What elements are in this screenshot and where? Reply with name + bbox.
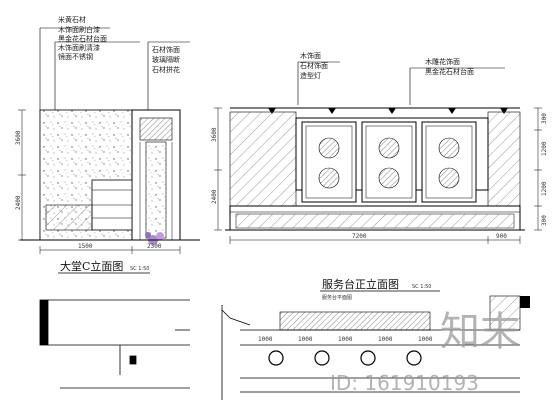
left-door (131, 109, 181, 241)
left-callout-6: 石材饰面 (152, 45, 180, 54)
plan-dim-4: 1000 (378, 336, 393, 343)
right-callout-right-2: 黑金花石材台面 (425, 67, 474, 76)
right-elevation-scale: SC 1:50 (412, 284, 431, 290)
plan-dim-3: 1000 (338, 336, 353, 343)
plan-dims: 1000 1000 1000 1000 1000 (258, 336, 433, 343)
left-dim-width-1: 1500 (78, 243, 93, 250)
right-elevation-title: 服务台正立面图 (322, 277, 399, 291)
right-callout-leaders (297, 61, 505, 105)
right-callout-right-1: 木雕花饰面 (425, 57, 460, 66)
left-callout-2: 木饰面刷白漆 (58, 25, 100, 34)
plan-wall-block (489, 295, 521, 331)
left-dim-width-2: 2300 (147, 243, 162, 250)
left-elevation-title: 大堂C立面图 (60, 259, 123, 273)
left-callout-list: 米黄石材 木饰面刷白漆 黑金花石材台面 木饰面刷清漆 镜面不锈钢 石材饰面 玻璃… (58, 15, 180, 74)
plan-dim-2: 1000 (298, 336, 313, 343)
right-dims-left (214, 107, 222, 231)
watermark-id: ID: 161910193 (330, 371, 479, 395)
left-dims-bottom (39, 246, 181, 254)
watermark-brand: 知末 (440, 309, 520, 355)
plan-dim-5: 1000 (418, 336, 433, 343)
left-dims-vertical (18, 109, 26, 241)
left-callout-3: 黑金花石材台面 (58, 34, 107, 43)
left-dim-height-1: 3600 (15, 130, 22, 145)
plan-light-fixtures (268, 350, 422, 366)
left-counter (45, 179, 133, 231)
right-callout-left-2: 石材饰面 (300, 61, 328, 70)
right-dim-side-3: 1200 (541, 181, 548, 196)
left-elevation-scale: SC 1:50 (130, 266, 149, 272)
right-dims-right (534, 107, 542, 231)
right-plan-label: 服务台平面图 (322, 294, 352, 301)
right-dim-side-2: 1200 (541, 141, 548, 156)
plan-dim-1: 1000 (258, 336, 273, 343)
right-ceiling-lights (268, 108, 508, 114)
right-callout-left-1: 木饰面 (300, 51, 321, 60)
watermark: 知末 ID: 161910193 (330, 309, 520, 395)
right-callout-left-3: 造型灯 (300, 71, 321, 80)
bottom-plan: 1000 1000 1000 1000 1000 (221, 295, 530, 400)
right-dim-side-1: 300 (541, 113, 548, 124)
left-callout-1: 米黄石材 (58, 15, 86, 24)
right-carved-panel-1 (301, 121, 357, 203)
bottom-left-plan-detail (39, 299, 190, 389)
left-callout-8: 石材拼花 (152, 65, 180, 74)
left-dim-height-2: 2400 (15, 195, 22, 210)
right-elevation: 木饰面 石材饰面 造型灯 木雕花饰面 黑金花石材台面 (211, 51, 548, 301)
plan-counter-top (279, 311, 431, 331)
plan-column (520, 296, 530, 308)
left-elevation: 米黄石材 木饰面刷白漆 黑金花石材台面 木饰面刷清漆 镜面不锈钢 石材饰面 玻璃… (15, 15, 200, 274)
right-dim-width-1: 7200 (352, 233, 367, 240)
left-callout-4: 木饰面刷清漆 (58, 43, 100, 52)
right-dims-bottom (229, 236, 521, 244)
right-dim-height-1: 3600 (211, 127, 218, 142)
right-dim-width-2: 900 (496, 233, 507, 240)
left-callout-7: 玻璃隔断 (152, 55, 180, 64)
right-dim-side-4: 300 (541, 215, 548, 226)
left-callout-5: 镜面不锈钢 (58, 52, 93, 61)
right-carved-panel-3 (421, 121, 477, 203)
right-carved-panel-2 (361, 121, 417, 203)
right-dim-height-2: 2400 (211, 189, 218, 204)
right-service-counter (229, 205, 521, 231)
